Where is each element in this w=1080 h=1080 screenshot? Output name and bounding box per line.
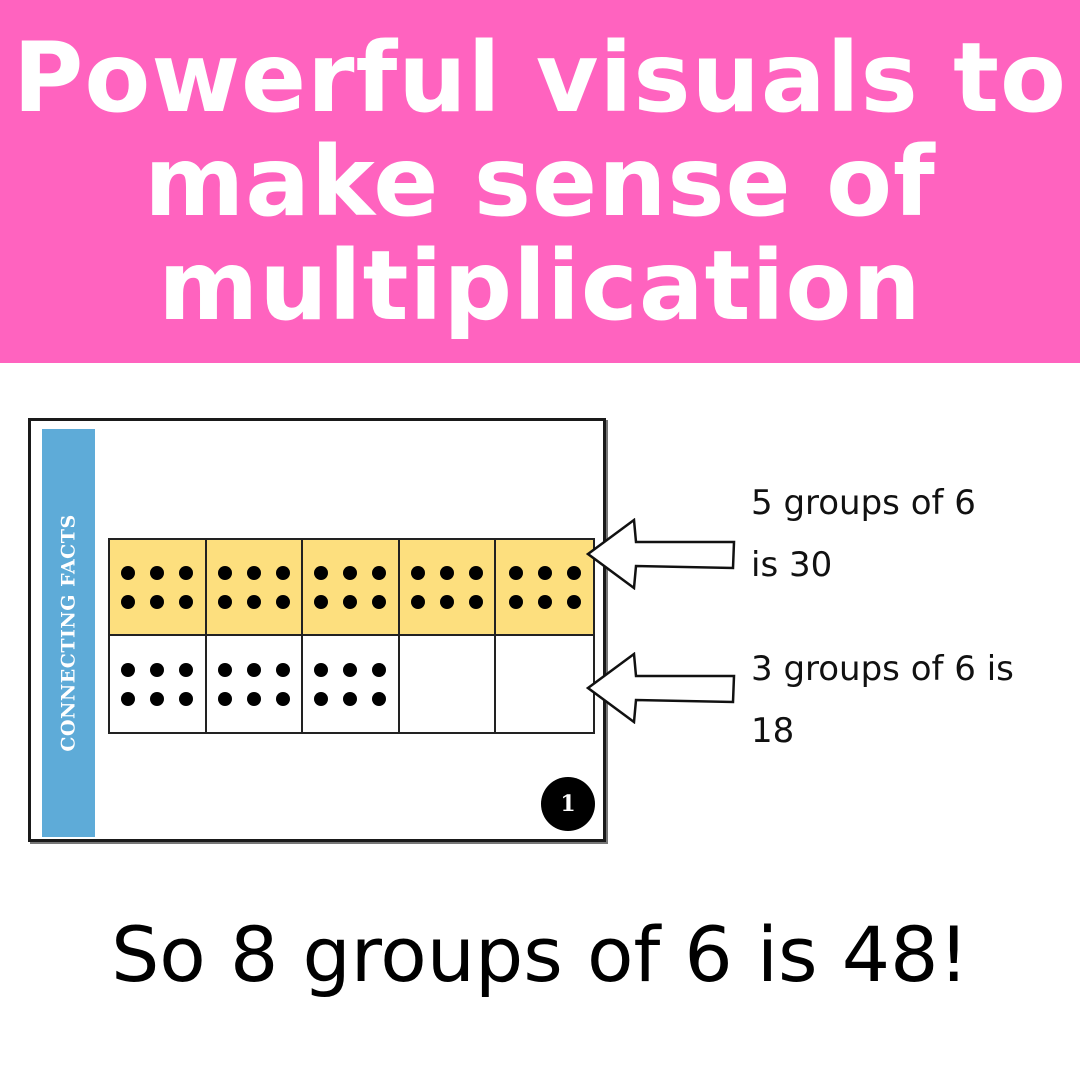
dot: [411, 565, 426, 580]
dot: [275, 565, 290, 580]
dot-group: [314, 662, 387, 706]
group-cell-filled: [206, 636, 304, 732]
annotation-bottom: 3 groups of 6 is 18: [751, 638, 1071, 762]
dot: [150, 691, 165, 706]
group-cell-filled: [303, 540, 400, 636]
dot: [508, 594, 523, 609]
title-banner: Powerful visuals to make sense of multip…: [0, 0, 1080, 363]
dot: [469, 565, 484, 580]
task-card: CONNECTING FACTS 1: [28, 418, 606, 842]
dot: [179, 565, 194, 580]
dot-group: [217, 565, 290, 609]
dot: [566, 565, 581, 580]
dot: [121, 662, 136, 677]
dot: [508, 565, 523, 580]
annotation-bottom-line-2: 18: [751, 711, 795, 751]
dot: [246, 594, 261, 609]
dot-group: [411, 565, 484, 609]
dot: [411, 594, 426, 609]
dot: [440, 594, 455, 609]
dot: [314, 691, 329, 706]
dot: [314, 594, 329, 609]
group-cell-filled: [399, 540, 497, 636]
dot: [246, 565, 261, 580]
group-cell-filled: [110, 636, 207, 732]
group-cell-filled: [206, 540, 304, 636]
dot: [150, 565, 165, 580]
dot-group: [121, 662, 194, 706]
title-line-2: make sense of: [144, 125, 936, 238]
title-line-1: Powerful visuals to: [13, 21, 1067, 134]
dot: [217, 662, 232, 677]
dot: [372, 565, 387, 580]
dot: [179, 691, 194, 706]
dot: [343, 594, 358, 609]
dot: [246, 691, 261, 706]
dot: [343, 662, 358, 677]
dot-group: [121, 565, 194, 609]
annotation-top-line-1: 5 groups of 6: [751, 483, 976, 523]
dot: [217, 691, 232, 706]
dot: [121, 594, 136, 609]
dot: [537, 594, 552, 609]
dot: [566, 594, 581, 609]
group-cell-filled: [303, 636, 400, 732]
dot: [246, 662, 261, 677]
ten-frame-grid: [108, 538, 595, 734]
group-cell-empty: [399, 636, 497, 732]
arrow-left-icon: [586, 518, 736, 590]
page-number-badge: 1: [541, 777, 595, 831]
dot: [275, 594, 290, 609]
group-cell-filled: [496, 540, 593, 636]
dot: [217, 594, 232, 609]
dot-group: [508, 565, 581, 609]
dot: [372, 594, 387, 609]
dot-group: [314, 565, 387, 609]
dot: [150, 662, 165, 677]
arrow-left-icon: [586, 652, 736, 724]
card-category-label: CONNECTING FACTS: [57, 514, 80, 752]
annotation-bottom-line-1: 3 groups of 6 is: [751, 649, 1014, 689]
conclusion-text: So 8 groups of 6 is 48!: [111, 910, 969, 999]
dot: [314, 662, 329, 677]
dot: [343, 691, 358, 706]
dot: [372, 691, 387, 706]
annotation-top-line-2: is 30: [751, 545, 833, 585]
dot: [372, 662, 387, 677]
group-cell-empty: [496, 636, 593, 732]
dot: [179, 662, 194, 677]
dot: [469, 594, 484, 609]
dot: [179, 594, 194, 609]
annotation-top: 5 groups of 6 is 30: [751, 472, 1071, 596]
group-cell-filled: [110, 540, 207, 636]
dot: [440, 565, 455, 580]
dot: [150, 594, 165, 609]
dot: [537, 565, 552, 580]
card-side-bar: CONNECTING FACTS: [42, 429, 95, 837]
dot: [275, 691, 290, 706]
dot: [275, 662, 290, 677]
dot: [343, 565, 358, 580]
dot-group: [217, 662, 290, 706]
dot: [314, 565, 329, 580]
title-line-3: multiplication: [158, 229, 922, 342]
dot: [217, 565, 232, 580]
dot: [121, 691, 136, 706]
dot: [121, 565, 136, 580]
